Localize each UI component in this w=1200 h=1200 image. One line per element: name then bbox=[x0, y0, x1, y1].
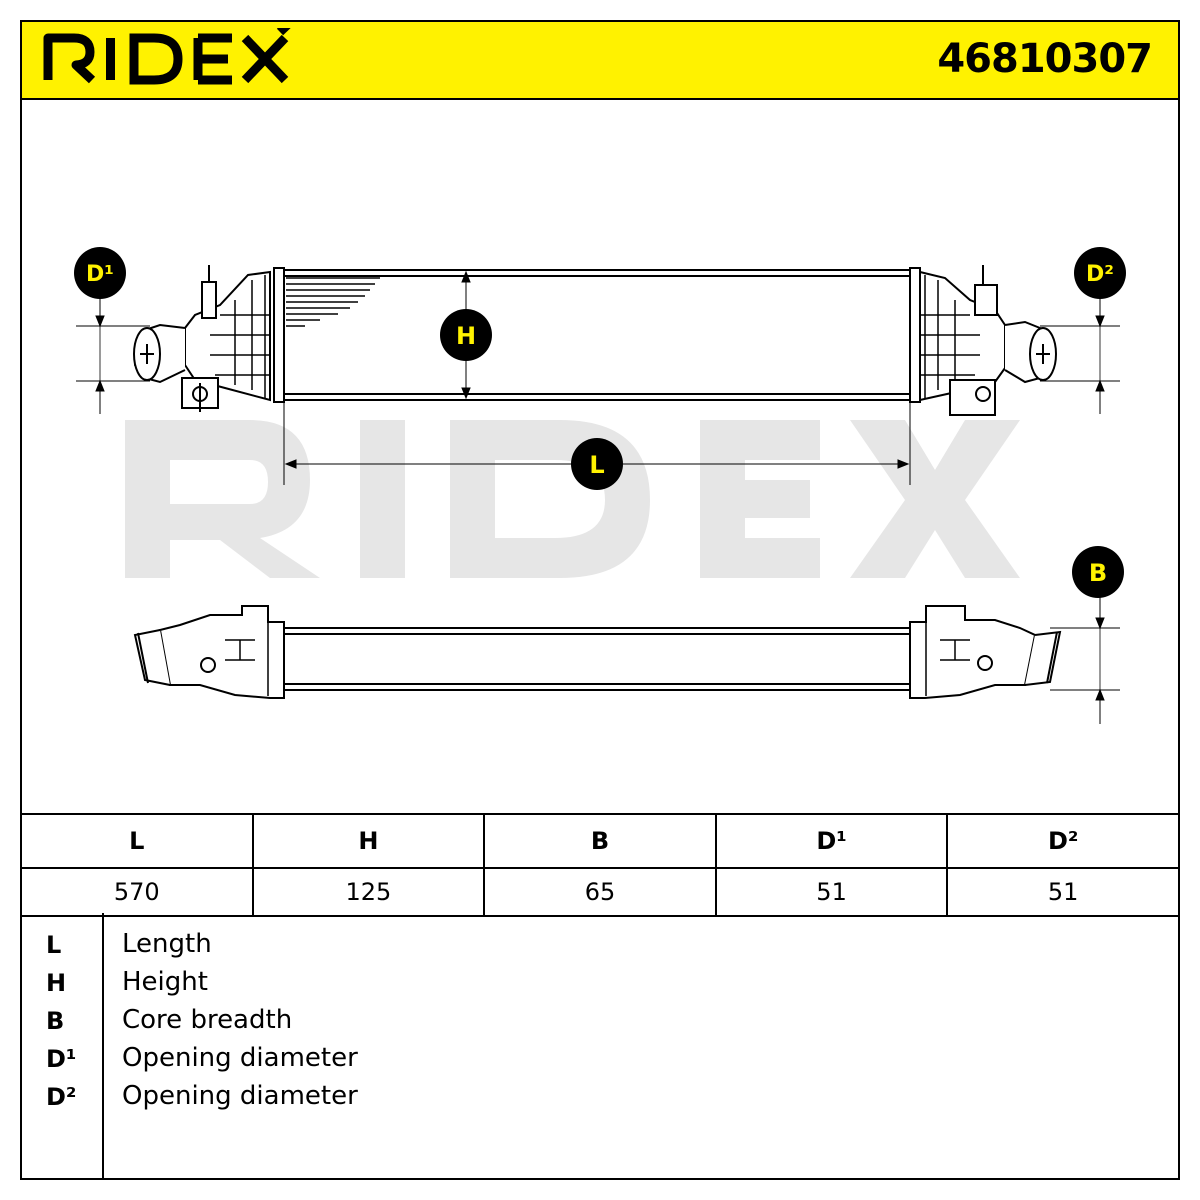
brand-logo bbox=[43, 28, 291, 85]
legend-row: L Length bbox=[20, 929, 1180, 967]
legend-symbol: L bbox=[46, 931, 62, 959]
legend-symbol: D¹ bbox=[46, 1045, 77, 1073]
label-l: L bbox=[571, 438, 623, 490]
legend-text: Opening diameter bbox=[122, 1043, 358, 1073]
label-d2: D² bbox=[1074, 247, 1126, 299]
svg-text:D¹: D¹ bbox=[86, 262, 114, 287]
intercooler-top-view bbox=[133, 605, 1062, 699]
legend-divider bbox=[102, 913, 104, 1178]
dimensions-header-row: L H B D¹ D² bbox=[20, 813, 1180, 869]
dimension-lines-front bbox=[76, 270, 1120, 485]
svg-text:B: B bbox=[1089, 559, 1107, 587]
dimensions-value-row: 570 125 65 51 51 bbox=[20, 867, 1180, 917]
dimension-lines-top bbox=[1050, 588, 1120, 724]
header-h: H bbox=[251, 813, 486, 869]
header-d1: D¹ bbox=[714, 813, 949, 869]
value-h: 125 bbox=[251, 867, 486, 917]
legend-row: B Core breadth bbox=[20, 1005, 1180, 1043]
value-d2: 51 bbox=[946, 867, 1180, 917]
legend-row: D² Opening diameter bbox=[20, 1081, 1180, 1119]
svg-text:D²: D² bbox=[1086, 262, 1114, 287]
label-h: H bbox=[440, 309, 492, 361]
legend-text: Height bbox=[122, 967, 208, 997]
value-d1: 51 bbox=[714, 867, 949, 917]
technical-drawing: D¹ D² H L B bbox=[74, 247, 1126, 724]
part-number: 46810307 bbox=[937, 36, 1153, 82]
intercooler-front-view bbox=[133, 265, 1057, 416]
label-d1: D¹ bbox=[74, 247, 126, 299]
legend-text: Core breadth bbox=[122, 1005, 293, 1035]
svg-text:L: L bbox=[589, 451, 604, 479]
legend-symbol: B bbox=[46, 1007, 65, 1035]
legend-symbol: D² bbox=[46, 1083, 77, 1111]
legend-symbol: H bbox=[46, 969, 67, 997]
legend: L Length H Height B Core breadth D¹ Open… bbox=[20, 913, 1180, 1180]
value-l: 570 bbox=[20, 867, 254, 917]
ridex-watermark bbox=[125, 420, 1020, 578]
legend-text: Length bbox=[122, 929, 212, 959]
svg-text:H: H bbox=[456, 322, 476, 350]
legend-row: H Height bbox=[20, 967, 1180, 1005]
label-b: B bbox=[1072, 546, 1124, 598]
header-l: L bbox=[20, 813, 254, 869]
legend-row: D¹ Opening diameter bbox=[20, 1043, 1180, 1081]
header-d2: D² bbox=[946, 813, 1180, 869]
value-b: 65 bbox=[483, 867, 717, 917]
dimensions-table: L H B D¹ D² 570 125 65 51 51 bbox=[20, 813, 1180, 917]
header-b: B bbox=[483, 813, 717, 869]
legend-text: Opening diameter bbox=[122, 1081, 358, 1111]
core-fins bbox=[286, 277, 380, 327]
